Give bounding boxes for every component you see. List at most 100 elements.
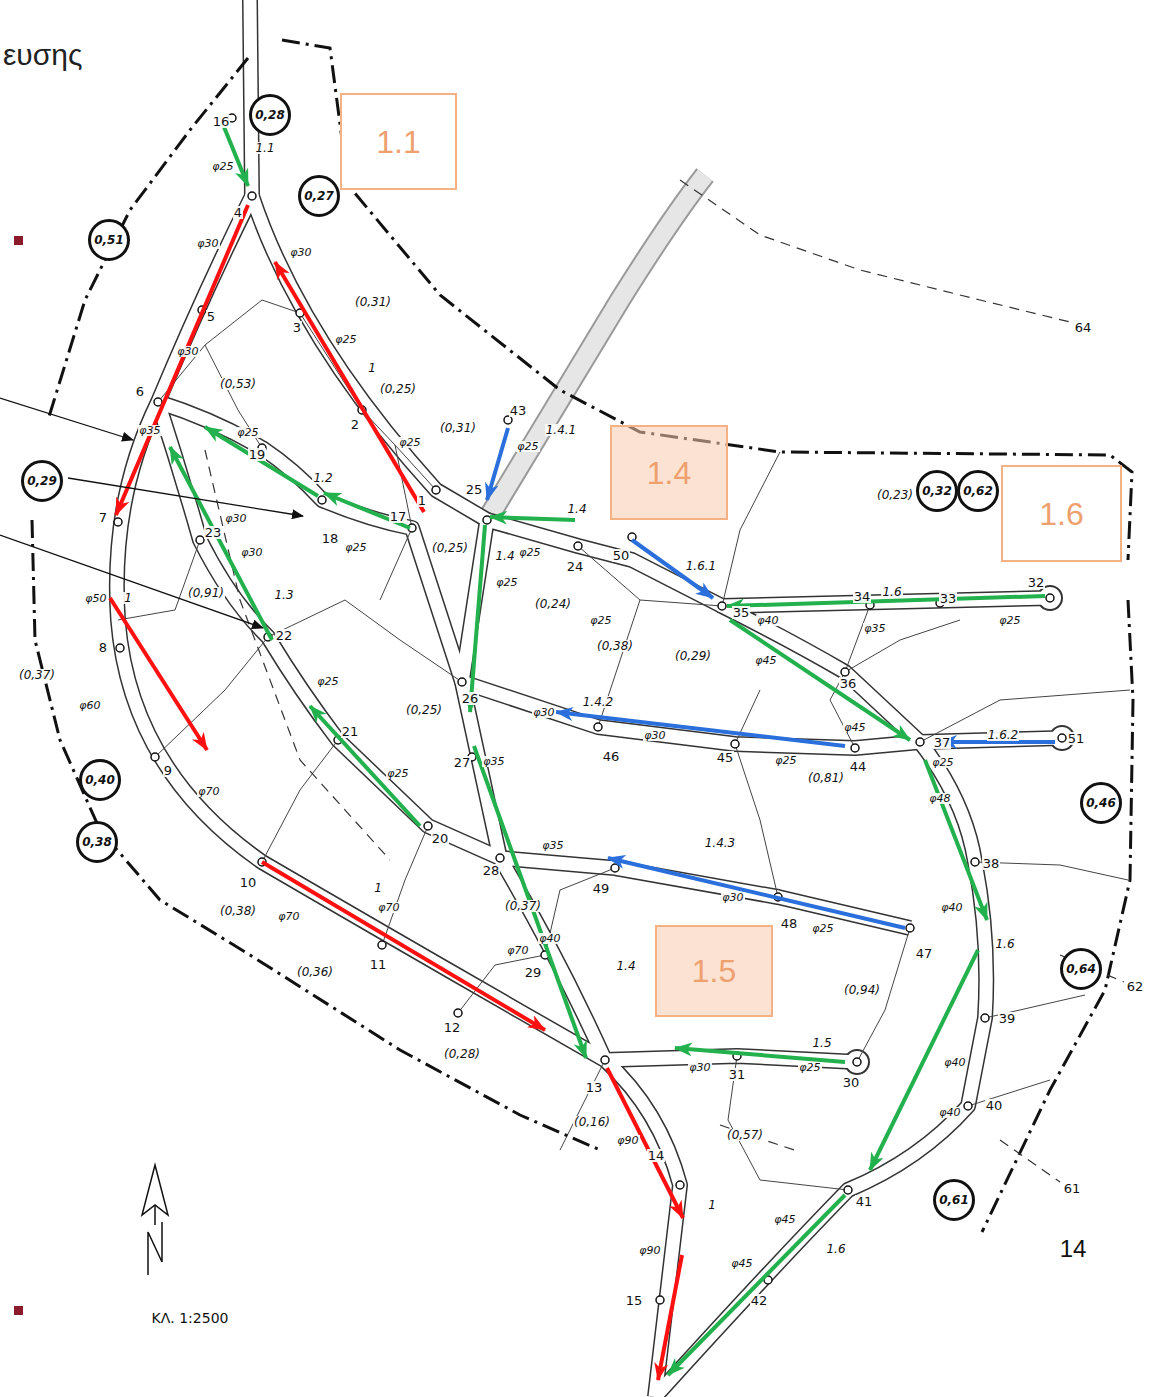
manhole-number: 13 [585,1081,604,1094]
area-value: (0,25) [379,383,417,395]
pipe-diameter: φ25 [589,615,612,626]
area-value: (0,16) [573,1116,611,1128]
manhole [611,864,619,872]
pipe-name: 1 [373,882,383,894]
main-sewer-arrow [607,1068,683,1218]
branch-sewer-arrow [668,1195,845,1375]
manhole-number: 19 [248,448,267,461]
area-value: 0,38 [82,836,112,848]
area-value: (0,37) [504,900,542,912]
sheet-number: 62 [1126,980,1145,993]
manhole-number: 24 [566,560,585,573]
manhole-number: 46 [602,750,621,763]
bullet-mark [14,236,23,1315]
area-value: (0,81) [807,772,845,784]
manhole [454,1009,462,1017]
manhole-number: 50 [612,549,631,562]
manhole [601,1056,609,1064]
manhole-number: 40 [985,1099,1004,1112]
catchment-line [118,300,1130,1190]
branch-sewer-arrow [675,1048,845,1062]
branch-sewer-arrow [470,525,485,712]
manhole-number: 6 [135,385,145,398]
manhole-number: 42 [750,1294,769,1307]
manhole [1058,734,1066,742]
pipe-name: 1.5 [811,1037,832,1049]
manhole [656,1296,664,1304]
pipe-diameter: φ45 [773,1214,796,1225]
sub-branch-arrow [608,858,905,928]
pipe-diameter: φ25 [516,441,539,452]
manhole [906,924,914,932]
pipe-diameter: φ40 [756,615,779,626]
area-circle: 0,38 [76,821,118,863]
area-circle: 0,28 [249,94,291,136]
road-edge [117,196,680,1397]
pipe-diameter: φ50 [84,593,107,604]
pipe-diameter: φ30 [643,730,666,741]
manhole [424,822,432,830]
leader-arrow [0,398,303,628]
sheet-number: 64 [1074,321,1093,334]
pipe-diameter: φ25 [386,768,409,779]
manhole-number: 10 [239,876,258,889]
manhole [496,854,504,862]
manhole [844,1186,852,1194]
catchment-tag-box: 1.6 [1001,465,1122,562]
area-circle: 0,32 [916,470,958,512]
pipe-diameter: φ40 [538,933,561,944]
catchment-tag-box: 1.4 [610,425,728,520]
area-value: (0,91) [187,587,225,599]
leader-arrow [0,535,263,628]
area-circle: 0,64 [1060,948,1102,990]
pipe-diameter: φ40 [938,1107,961,1118]
pipe-name: 1.4.1 [545,424,578,436]
manhole [114,114,1066,1304]
manhole [248,192,256,200]
pipe-diameter: φ25 [236,427,259,438]
pipe-diameter: φ70 [377,902,400,913]
pipe-diameter: φ25 [798,1062,821,1073]
area-value: (0,38) [219,905,257,917]
main-sewer-arrow [658,1255,682,1380]
area-value: (0,23) [876,489,914,501]
area-value: (0,53) [219,378,257,390]
manhole-number: 47 [915,947,934,960]
road-edge [500,858,910,928]
road-surface [846,1051,868,1073]
area-value: 0,40 [85,774,115,786]
pipe-diameter: φ70 [197,786,220,797]
area-value: (0,25) [405,704,443,716]
main-sewer-arrow [275,262,424,512]
area-value: (0,31) [439,422,477,434]
pipe-diameter: φ30 [224,513,247,524]
manhole-number: 17 [389,510,408,523]
manhole [851,744,859,752]
pipe-diameter: φ48 [928,793,951,804]
manhole-number: 35 [732,606,751,619]
pipe-name: 1.6 [825,1243,846,1255]
manhole [151,753,159,761]
pipe-diameter: φ25 [398,437,421,448]
road-edge [158,402,462,682]
pipe-diameter: φ45 [754,655,777,666]
bullet-mark [14,1306,23,1315]
pipe-diameter: φ25 [998,615,1021,626]
manhole-number: 8 [98,641,108,654]
pipe-name: 1 [367,362,377,374]
manhole-number: 27 [453,756,472,769]
manhole [114,518,122,526]
sheet-number: 61 [1063,1182,1082,1195]
pipe-diameter: φ25 [334,334,357,345]
pipe-diameter: φ25 [811,923,834,934]
pipe-diameter: φ70 [277,911,300,922]
manhole-number: 9 [163,764,173,777]
manhole [594,723,602,731]
area-circle: 0,27 [298,175,340,217]
pipe-name: 1.6.2 [987,729,1020,741]
pipe-diameter: φ30 [721,892,744,903]
area-value: 0,61 [939,1194,969,1206]
heading-fragment: ευσης [2,40,83,70]
manhole-number: 39 [998,1012,1017,1025]
